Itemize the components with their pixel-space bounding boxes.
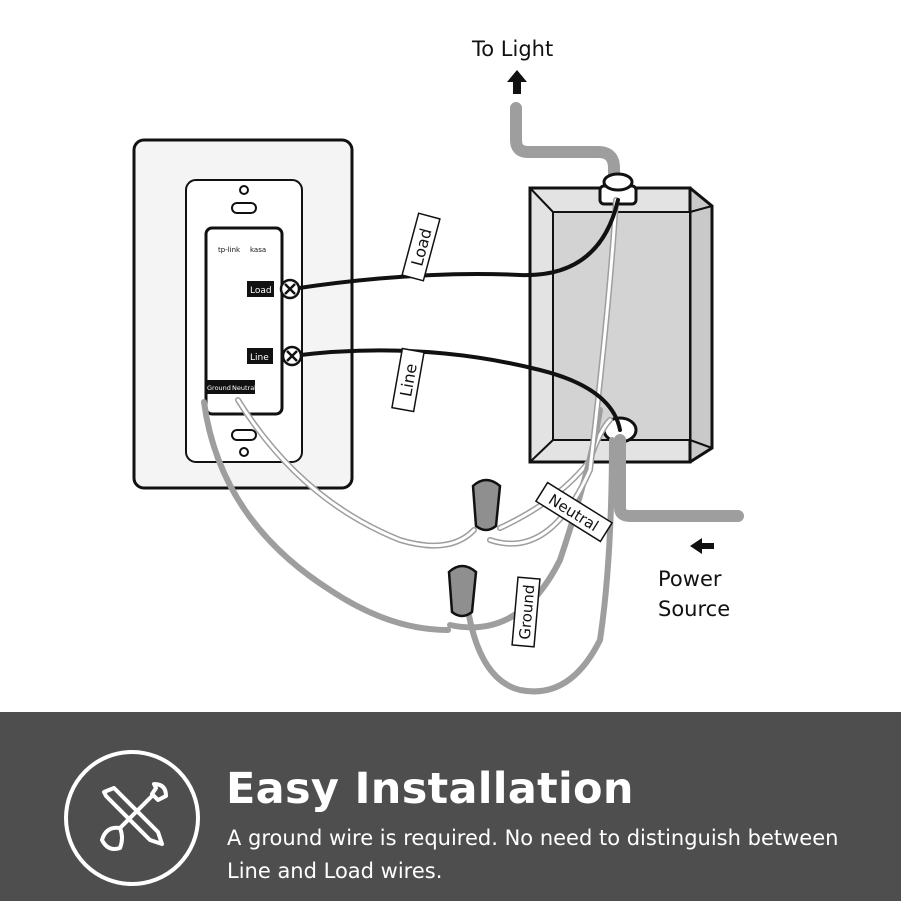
switch-brand-right: kasa: [250, 246, 266, 254]
power-source-label-1: Power: [658, 567, 722, 591]
line-wire: [290, 348, 622, 432]
line-screw-icon: [281, 345, 303, 367]
power-source-label-2: Source: [658, 597, 730, 621]
conduit-to-light: [510, 102, 620, 186]
terminal-load-label: Load: [250, 286, 272, 296]
terminal-line-tag: Line: [247, 348, 273, 364]
tools-icon: [62, 748, 202, 888]
neutral-wire-nut-icon: [471, 478, 502, 532]
junction-box: [528, 186, 714, 464]
banner-title: Easy Installation: [226, 764, 634, 814]
to-light-label: To Light: [471, 37, 553, 61]
conduit-power-source: [614, 434, 744, 522]
terminal-load-tag: Load: [247, 281, 274, 297]
load-wire-tag: Load: [401, 212, 441, 282]
terminal-ground-label: Ground: [207, 384, 231, 392]
load-wire: [290, 198, 620, 291]
wall-plate: [132, 138, 354, 490]
terminal-ground-tag: Ground: [206, 380, 231, 394]
terminal-neutral-tag: Neutral: [231, 380, 256, 394]
ground-wire-label: Ground: [516, 584, 539, 641]
ground-wire-tag: Ground: [511, 576, 541, 648]
top-cable-clamp: [598, 172, 638, 206]
line-wire-tag: Line: [391, 347, 425, 413]
terminal-line-label: Line: [250, 353, 269, 363]
wiring-diagram: To Light tp-link kasa Load: [132, 37, 744, 695]
terminal-neutral-label: Neutral: [232, 384, 256, 392]
box-neutral-wire-inner: [488, 198, 618, 546]
arrow-left-icon: [690, 538, 714, 554]
feature-banner: Easy Installation A ground wire is requi…: [0, 712, 901, 901]
ground-wire: [201, 399, 615, 695]
ground-wire-nut-icon: [447, 564, 478, 618]
arrow-up-icon: [507, 70, 527, 94]
switch-brand-left: tp-link: [218, 246, 241, 254]
load-screw-icon: [279, 278, 301, 300]
banner-description: A ground wire is required. No need to di…: [227, 826, 839, 883]
